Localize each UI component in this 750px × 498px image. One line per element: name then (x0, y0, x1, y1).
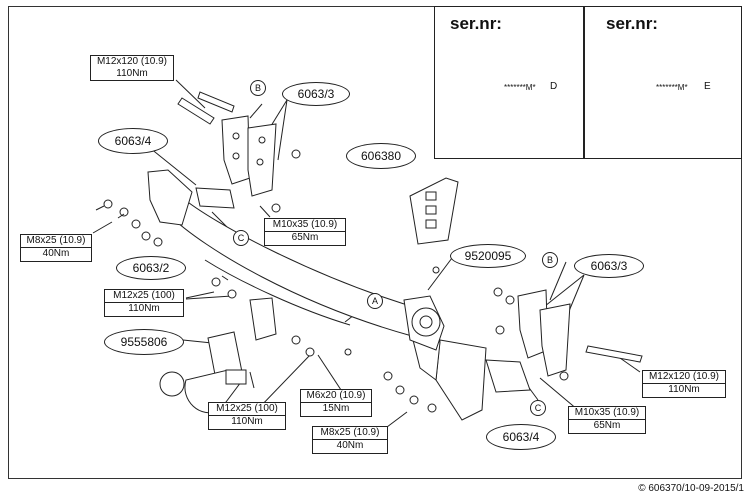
label-m8x25-bottom-torque: 40Nm (313, 439, 387, 452)
serial-panel-e-letter: E (704, 81, 711, 92)
label-m10x35-top: M10x35 (10.9) 65Nm (264, 218, 346, 246)
label-m6x20-torque: 15Nm (301, 402, 371, 415)
label-m12x25-bottom-torque: 110Nm (209, 415, 285, 428)
label-m12x120-right-spec: M12x120 (10.9) (648, 371, 720, 382)
callout-b-right: B (542, 252, 558, 268)
callout-c-left: C (233, 230, 249, 246)
serial-panel-d (434, 6, 584, 159)
label-m10x35-right: M10x35 (10.9) 65Nm (568, 406, 646, 434)
label-m10x35-top-torque: 65Nm (265, 231, 345, 244)
label-m10x35-top-spec: M10x35 (10.9) (272, 219, 338, 230)
callout-c-right: C (530, 400, 546, 416)
label-m8x25-bottom-spec: M8x25 (10.9) (320, 427, 380, 438)
label-m6x20-spec: M6x20 (10.9) (306, 390, 366, 401)
copyright-footer: © 606370/10-09-2015/1 (638, 483, 744, 494)
serial-panel-e (584, 6, 742, 159)
label-m8x25-bottom: M8x25 (10.9) 40Nm (312, 426, 388, 454)
serial-panel-d-letter: D (550, 81, 558, 92)
part-60633-right: 6063/3 (574, 254, 644, 278)
part-60633-top: 6063/3 (282, 82, 350, 106)
serial-panel-d-title: ser.nr: (450, 14, 502, 33)
label-m8x25-left-spec: M8x25 (10.9) (26, 235, 86, 246)
label-m12x120-top-spec: M12x120 (10.9) (96, 56, 168, 67)
label-m12x120-top-torque: 110Nm (116, 68, 148, 79)
label-m12x120-right-torque: 110Nm (643, 383, 725, 396)
serial-panel-e-code: *******M* (656, 83, 688, 92)
label-m12x25-bottom-spec: M12x25 (100) (216, 403, 278, 414)
callout-b-top: B (250, 80, 266, 96)
serial-panel-e-title: ser.nr: (606, 14, 658, 33)
part-60632: 6063/2 (116, 256, 186, 280)
label-m12x120-top: M12x120 (10.9) 110Nm (90, 55, 174, 81)
part-60634-bottom: 6063/4 (486, 424, 556, 450)
label-m6x20: M6x20 (10.9) 15Nm (300, 389, 372, 417)
part-9520095: 9520095 (450, 244, 526, 268)
serial-panel-d-code: *******M* (504, 83, 536, 92)
label-m12x120-right: M12x120 (10.9) 110Nm (642, 370, 726, 398)
label-m12x25-mid: M12x25 (100) 110Nm (104, 289, 184, 317)
callout-a-mid: A (367, 293, 383, 309)
label-m8x25-left: M8x25 (10.9) 40Nm (20, 234, 92, 262)
label-m12x25-mid-spec: M12x25 (100) (113, 290, 175, 301)
label-m12x25-bottom: M12x25 (100) 110Nm (208, 402, 286, 430)
label-m10x35-right-spec: M10x35 (10.9) (574, 407, 640, 418)
label-m12x25-mid-torque: 110Nm (105, 302, 183, 315)
label-m8x25-left-torque: 40Nm (21, 247, 91, 260)
part-606380: 606380 (346, 143, 416, 169)
part-60634-left: 6063/4 (98, 128, 168, 154)
label-m10x35-right-torque: 65Nm (569, 419, 645, 432)
part-9555806: 9555806 (104, 329, 184, 355)
drawing-frame (8, 6, 742, 479)
